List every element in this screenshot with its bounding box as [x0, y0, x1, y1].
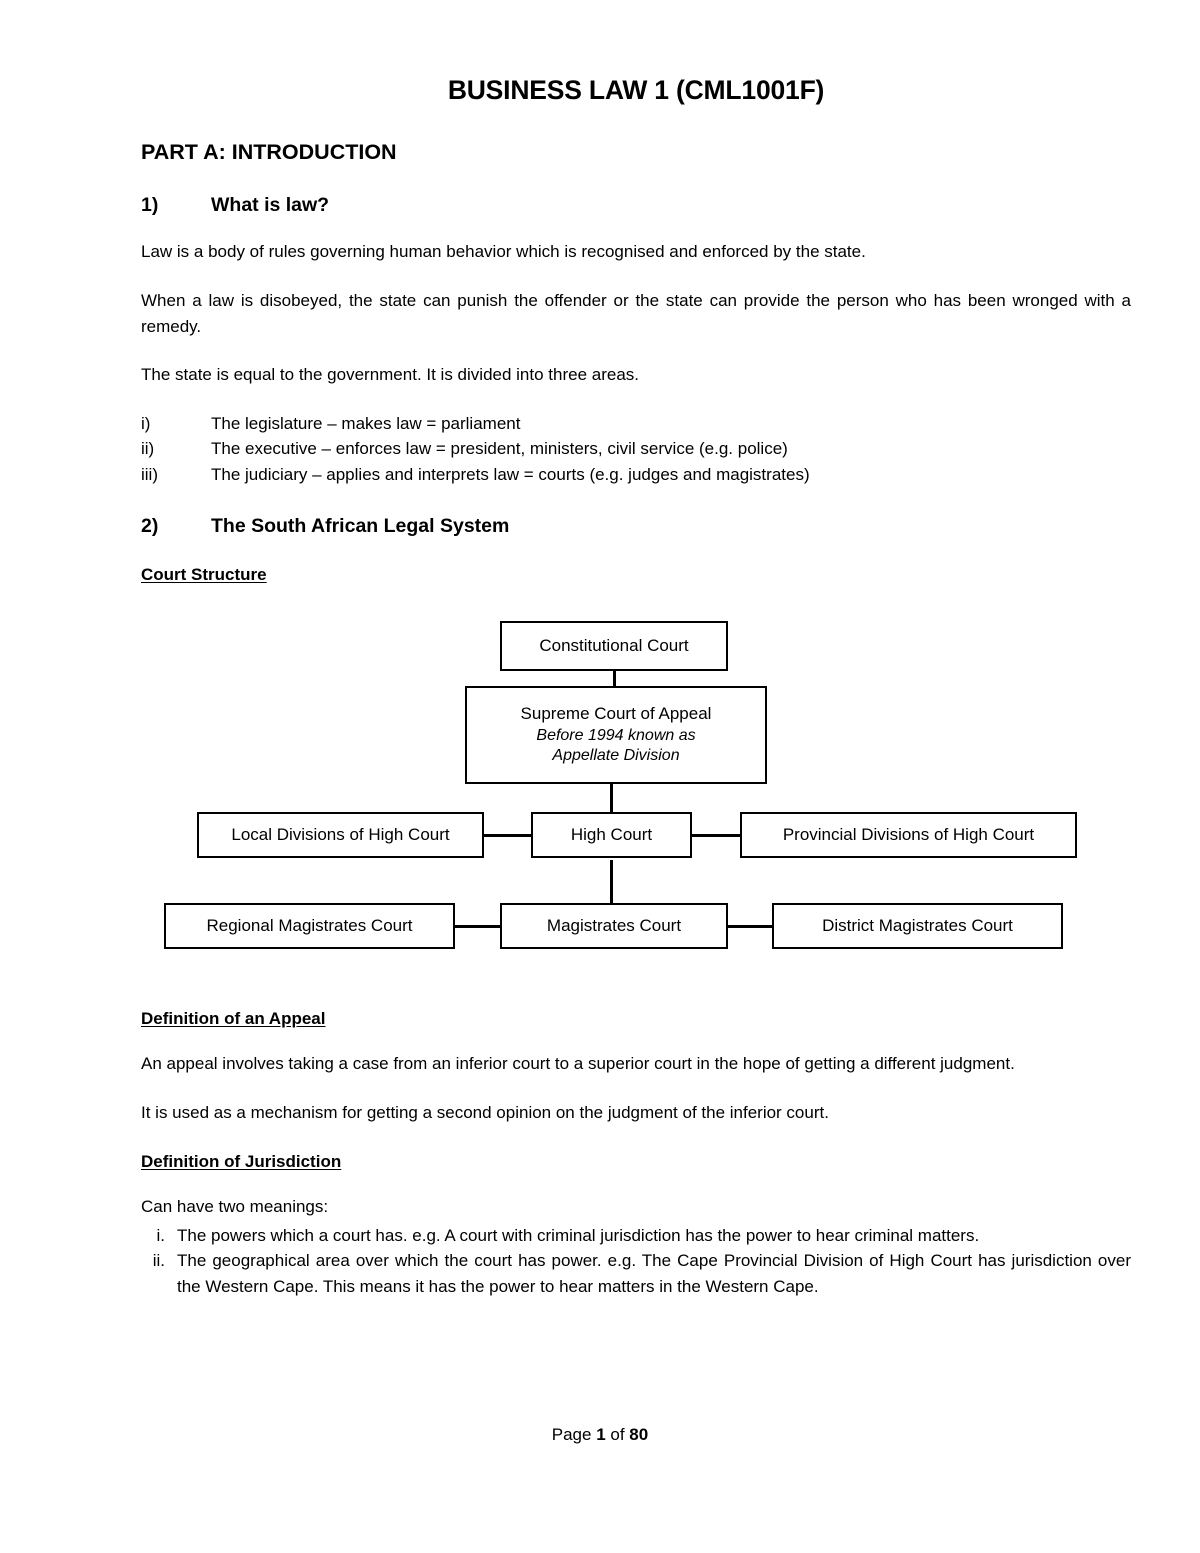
list-text: The powers which a court has. e.g. A cou… [177, 1225, 980, 1245]
subheading-definition-of-jurisdiction: Definition of Jurisdiction [141, 1152, 342, 1172]
list-marker: ii) [141, 439, 155, 459]
list-item: i. The powers which a court has. e.g. A … [141, 1223, 1131, 1249]
list-item: ii) The executive – enforces law = presi… [141, 436, 1131, 462]
list-item: ii. The geographical area over which the… [141, 1248, 1131, 1299]
footer-prefix: Page [551, 1425, 597, 1444]
connector-local-to-high [483, 833, 533, 837]
list-item: iii) The judiciary – applies and interpr… [141, 462, 1131, 488]
node-label: Magistrates Court [546, 915, 682, 935]
paragraph-jurisdiction-intro: Can have two meanings: [141, 1197, 329, 1217]
node-label: Supreme Court of Appeal [520, 703, 712, 723]
jurisdiction-meanings-list: i. The powers which a court has. e.g. A … [141, 1223, 1131, 1300]
node-constitutional-court[interactable]: Constitutional Court [500, 620, 728, 671]
paragraph-law-disobeyed: When a law is disobeyed, the state can p… [141, 290, 1131, 337]
section-title: What is law? [211, 193, 330, 216]
paragraph-appeal-mechanism: It is used as a mechanism for getting a … [141, 1102, 829, 1122]
node-magistrates-court[interactable]: Magistrates Court [500, 902, 728, 949]
node-provincial-divisions-of-high-court[interactable]: Provincial Divisions of High Court [740, 811, 1077, 858]
subheading-court-structure: Court Structure [141, 564, 267, 584]
list-item: i) The legislature – makes law = parliam… [141, 411, 1131, 437]
page-title: BUSINESS LAW 1 (CML1001F) [447, 75, 825, 105]
subheading-definition-of-appeal: Definition of an Appeal [141, 1008, 326, 1028]
connector-high-to-magistrates [610, 859, 613, 916]
state-branches-list: i) The legislature – makes law = parliam… [141, 411, 1131, 488]
node-label: Regional Magistrates Court [206, 915, 413, 935]
list-marker: iii) [141, 464, 158, 484]
list-text: The executive – enforces law = president… [211, 439, 788, 459]
footer-page-number: 1 [596, 1425, 606, 1444]
list-marker: i) [141, 413, 151, 433]
node-local-divisions-of-high-court[interactable]: Local Divisions of High Court [197, 811, 484, 858]
footer-middle: of [605, 1425, 630, 1444]
section-number: 2) [141, 515, 159, 538]
list-text: The judiciary – applies and interprets l… [211, 464, 810, 484]
list-marker: ii. [152, 1251, 165, 1271]
node-label: Constitutional Court [539, 635, 689, 655]
connector-constitutional-to-supreme [613, 670, 616, 691]
node-label: District Magistrates Court [822, 915, 1013, 935]
connector-high-to-provincial [690, 833, 742, 837]
node-label: Provincial Divisions of High Court [782, 824, 1035, 844]
document-body: BUSINESS LAW 1 (CML1001F) PART A: INTROD… [141, 0, 1131, 1299]
connector-magistrates-to-district [727, 924, 775, 928]
node-regional-magistrates-court[interactable]: Regional Magistrates Court [164, 902, 455, 949]
list-text: The legislature – makes law = parliament [211, 413, 521, 433]
connector-regional-to-magistrates [454, 924, 503, 928]
node-sublabel-line2: Appellate Division [552, 747, 680, 765]
paragraph-appeal-definition: An appeal involves taking a case from an… [141, 1054, 1015, 1074]
court-structure-diagram: Constitutional Court Supreme Court of Ap… [141, 607, 1131, 959]
section-heading-what-is-law: 1) What is law? [141, 194, 1131, 217]
paragraph-state-areas: The state is equal to the government. It… [141, 365, 640, 385]
node-supreme-court-of-appeal[interactable]: Supreme Court of Appeal Before 1994 know… [465, 685, 767, 784]
node-label: High Court [570, 824, 653, 844]
paragraph-law-definition: Law is a body of rules governing human b… [141, 242, 866, 262]
section-number: 1) [141, 193, 159, 216]
list-marker: i. [156, 1225, 166, 1245]
node-district-magistrates-court[interactable]: District Magistrates Court [772, 902, 1063, 949]
node-label: Local Divisions of High Court [231, 824, 450, 844]
node-sublabel-line1: Before 1994 known as [536, 726, 696, 744]
list-text: The geographical area over which the cou… [177, 1251, 1131, 1296]
section-title: The South African Legal System [211, 515, 510, 538]
section-heading-legal-system: 2) The South African Legal System [141, 515, 1131, 538]
page-footer: Page 1 of 80 [0, 1425, 1200, 1445]
footer-total-pages: 80 [629, 1425, 649, 1444]
connector-supreme-to-high [610, 780, 613, 817]
part-heading: PART A: INTRODUCTION [141, 140, 397, 165]
node-high-court[interactable]: High Court [531, 811, 692, 858]
